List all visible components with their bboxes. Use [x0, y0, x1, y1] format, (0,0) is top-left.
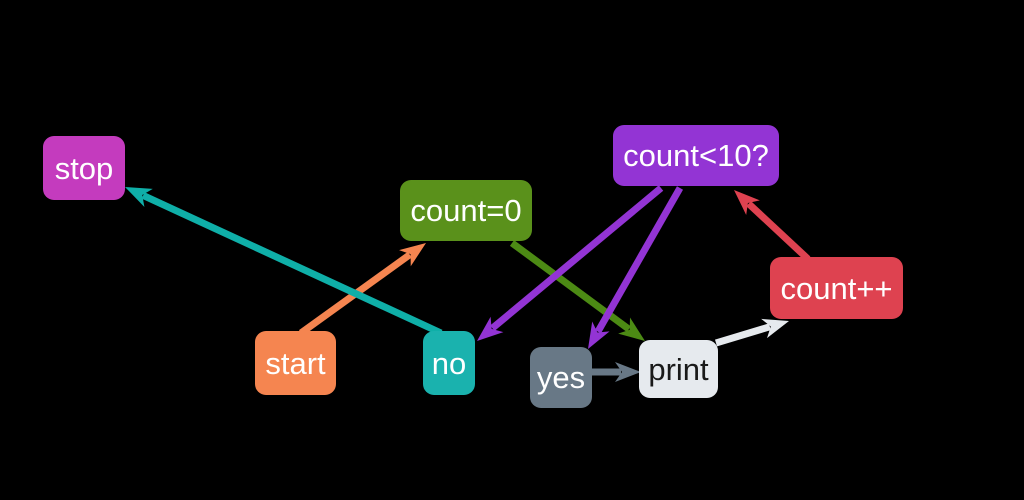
- node-print[interactable]: print: [639, 340, 718, 398]
- edge-no-to-stop: [141, 192, 443, 337]
- node-print-label: print: [648, 351, 709, 387]
- node-no[interactable]: no: [423, 331, 475, 395]
- node-stop[interactable]: stop: [43, 136, 125, 200]
- arrowhead-countpp-to-countlt10: [734, 190, 760, 216]
- node-yes[interactable]: yes: [530, 347, 592, 408]
- edge-countpp-to-countlt10: [746, 201, 811, 262]
- node-count-lt-10[interactable]: count<10?: [613, 125, 779, 186]
- node-start[interactable]: start: [255, 331, 336, 395]
- arrowhead-no-to-stop: [125, 187, 153, 207]
- arrowhead-print-to-countpp: [761, 318, 789, 339]
- arrowhead-countlt10-to-no: [477, 316, 504, 341]
- arrowhead-start-to-count0: [399, 243, 426, 267]
- arrowhead-yes-to-print: [615, 362, 641, 382]
- node-start-label: start: [265, 345, 326, 381]
- edge-count0-to-print: [509, 240, 631, 332]
- node-yes-label: yes: [536, 360, 586, 395]
- node-count-zero-label: count=0: [410, 193, 522, 228]
- edge-countlt10-to-yes: [594, 186, 684, 334]
- arrowhead-count0-to-print: [618, 317, 645, 341]
- edge-print-to-countpp: [714, 323, 771, 347]
- node-no-label: no: [431, 345, 467, 381]
- edge-countlt10-to-no: [490, 185, 664, 331]
- node-count-zero[interactable]: count=0: [400, 180, 532, 241]
- node-count-increment[interactable]: count++: [770, 257, 903, 319]
- arrowhead-countlt10-to-yes: [588, 321, 610, 349]
- node-stop-label: stop: [54, 150, 114, 186]
- node-count-lt-10-label: count<10?: [623, 138, 769, 173]
- node-count-increment-label: count++: [780, 270, 893, 306]
